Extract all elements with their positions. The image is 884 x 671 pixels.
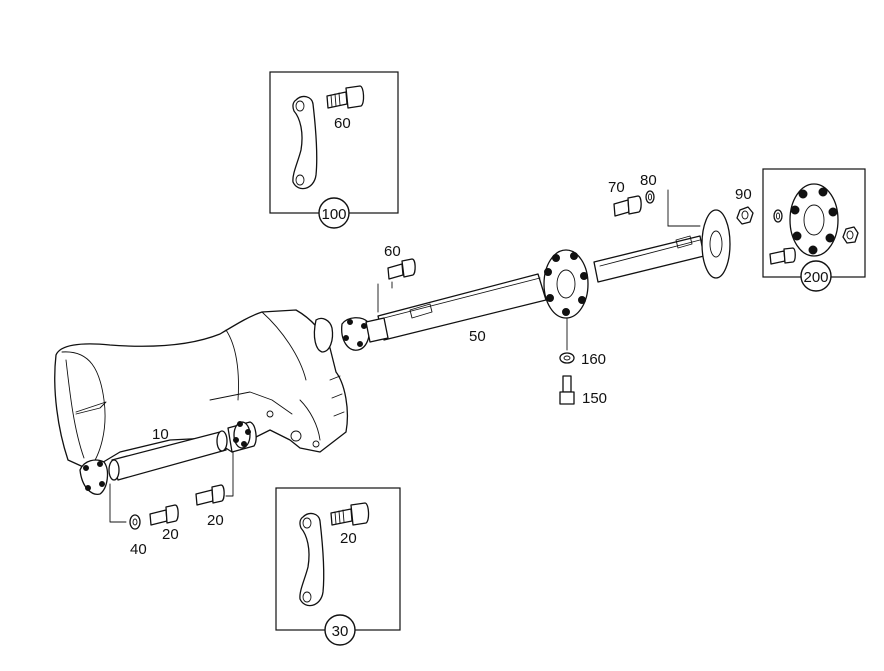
callout-100: 100 [321, 206, 346, 223]
callout-50: 50 [469, 328, 486, 345]
nut-90-icon [736, 206, 754, 225]
bolt-20-right-icon [195, 484, 225, 506]
inset-box-30: 20 30 [275, 487, 401, 646]
front-shaft [79, 421, 257, 495]
callout-60-upper: 60 [334, 115, 351, 132]
bolt-70-icon [613, 195, 642, 217]
washer-160-icon [559, 352, 575, 364]
washer-40-icon [129, 514, 141, 530]
callout-40: 40 [130, 541, 147, 558]
callout-200: 200 [803, 269, 828, 286]
nut-icon [842, 226, 859, 244]
callout-20-left: 20 [162, 526, 179, 543]
callout-150: 150 [582, 390, 607, 407]
callout-20-right: 20 [207, 512, 224, 529]
bolt-icon [326, 85, 365, 109]
bolt-20-left-icon [149, 504, 179, 526]
transmission-housing [54, 309, 349, 471]
inset-box-100: 60 100 [269, 71, 399, 229]
callout-20-inset: 20 [340, 530, 357, 547]
callout-60: 60 [384, 243, 401, 260]
leader-lines [109, 189, 701, 523]
center-flex-disc [543, 249, 589, 319]
inset-box-200: 200 [762, 168, 866, 292]
bolt-150-icon [559, 375, 575, 405]
callout-80: 80 [640, 172, 657, 189]
washer-80-icon [645, 190, 655, 204]
callout-160: 160 [581, 351, 606, 368]
callout-70: 70 [608, 179, 625, 196]
bolt-60-icon [387, 258, 416, 280]
callout-30: 30 [332, 623, 349, 640]
flex-disc-icon [789, 183, 839, 257]
main-propeller-shaft [341, 209, 731, 351]
bolt-icon [769, 247, 796, 265]
callout-90: 90 [735, 186, 752, 203]
bolt-icon [330, 502, 370, 526]
callout-10: 10 [152, 426, 169, 443]
